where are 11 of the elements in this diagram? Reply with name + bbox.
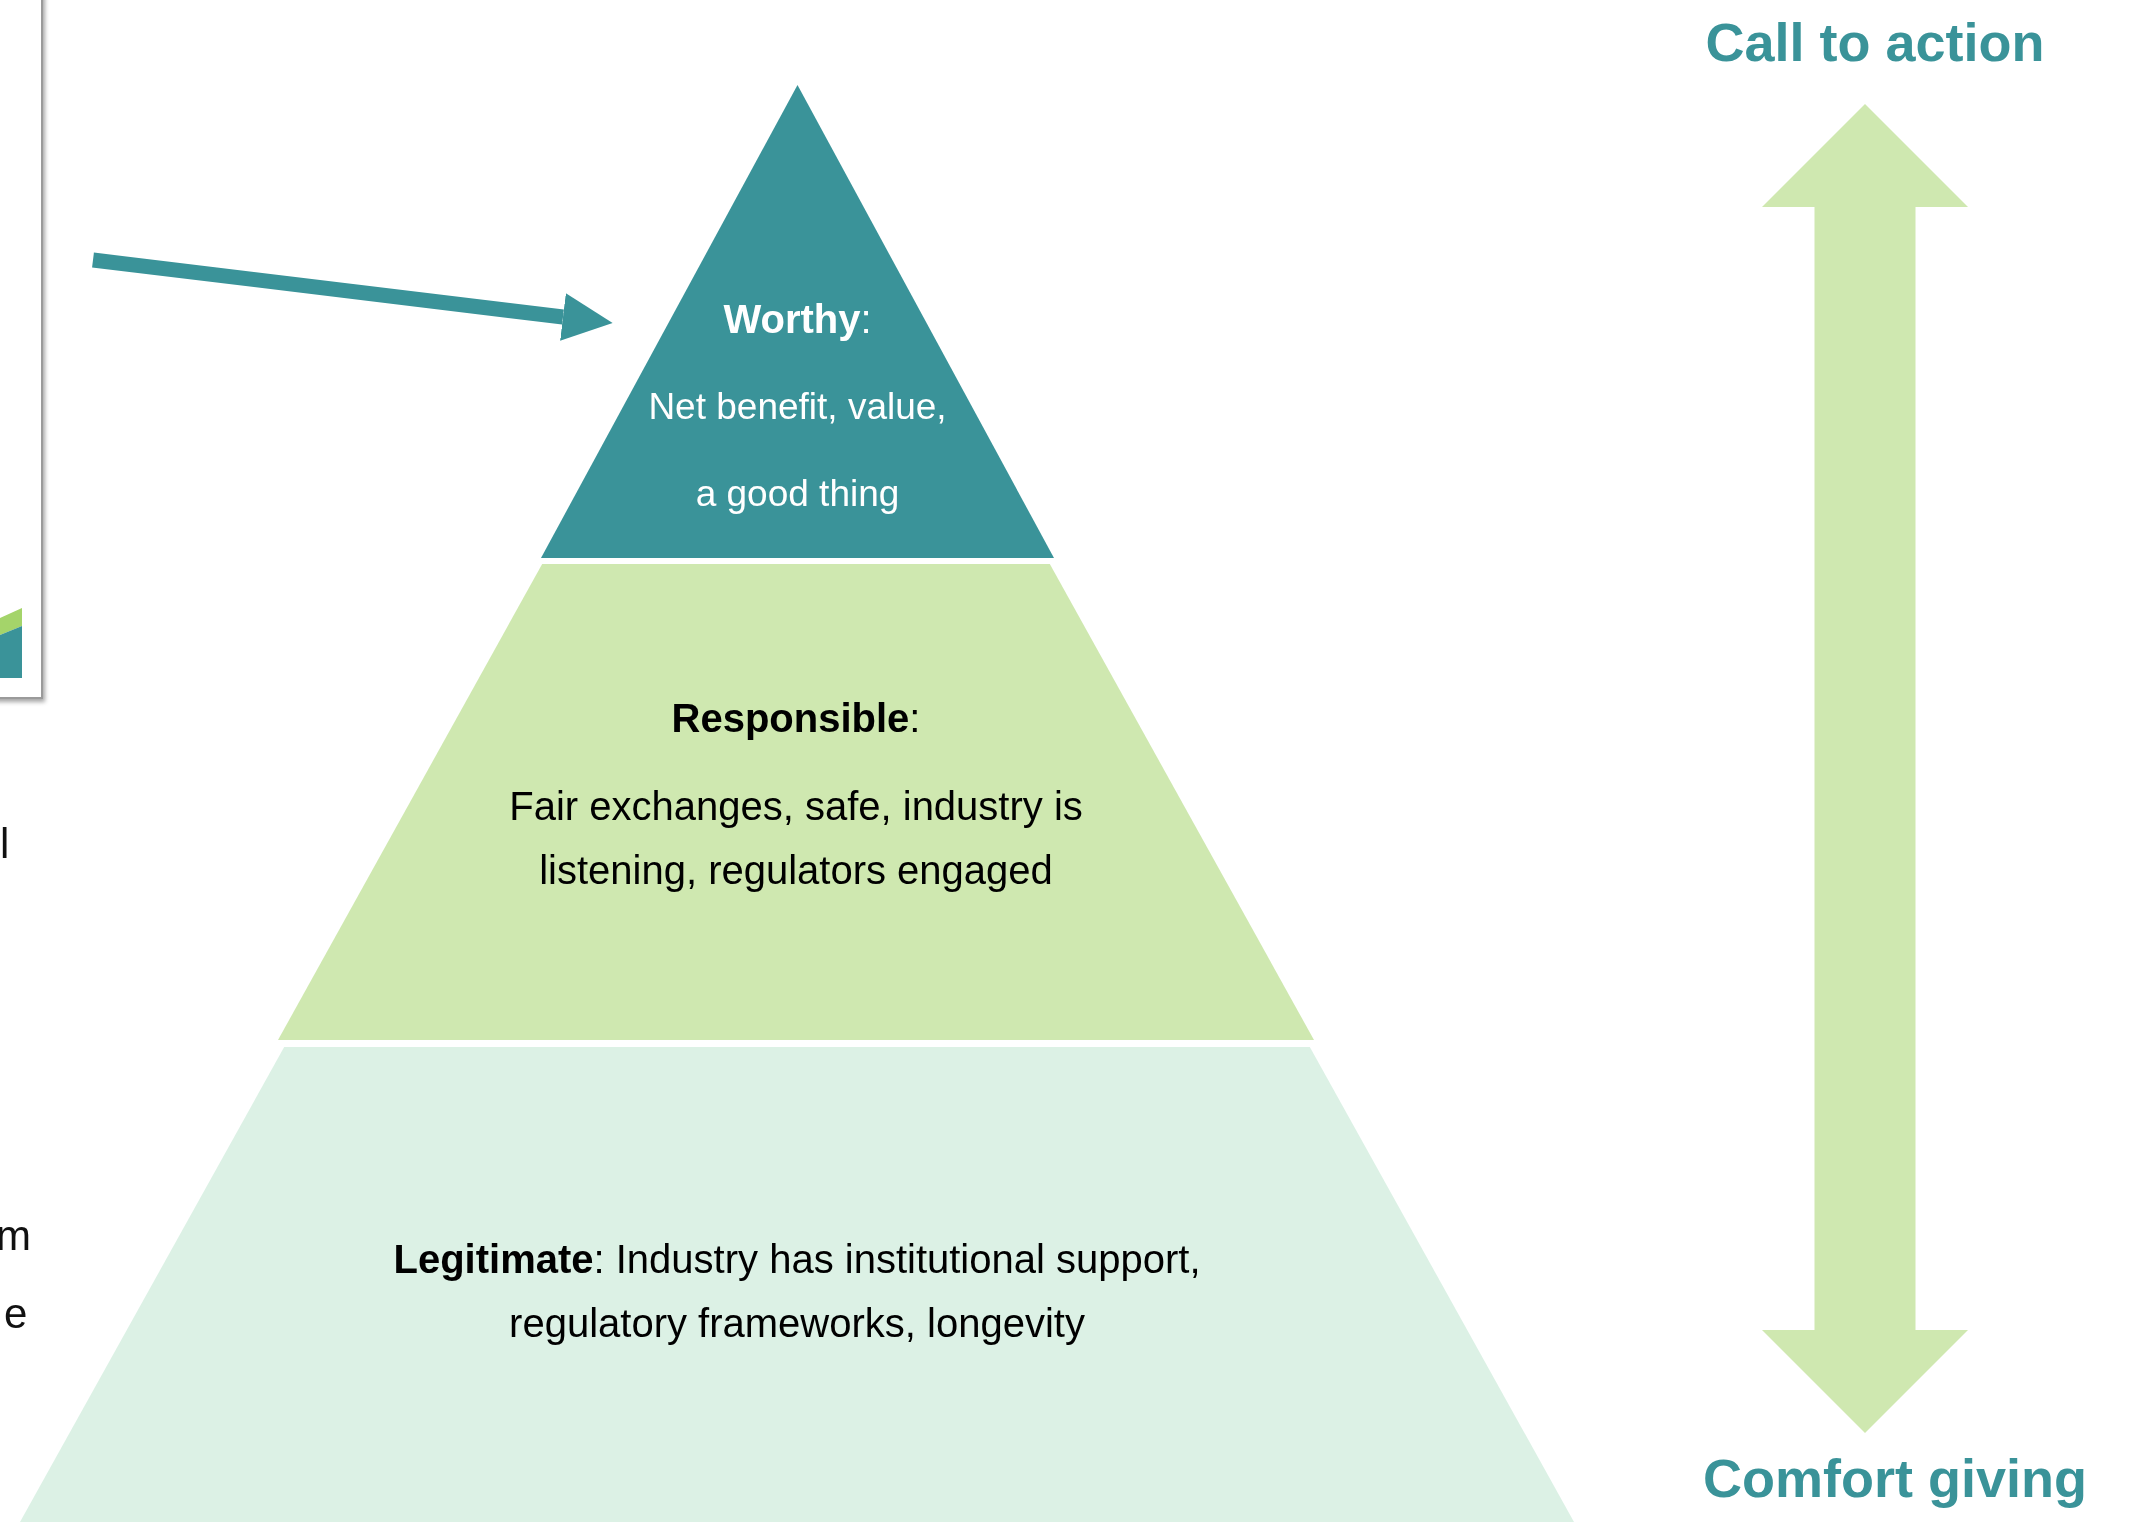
- tier-description: Fair exchanges, safe, industry is listening, regulators engaged: [508, 783, 1084, 894]
- scale-end-label: Comfort giving: [1702, 1447, 2088, 1510]
- arrow: [92, 252, 613, 341]
- double-arrow: [1762, 104, 1968, 1433]
- tier-heading: Worthy:: [722, 296, 873, 343]
- text-fragment: l: [0, 820, 10, 868]
- tier-heading: Legitimate: Industry has institutional support, regulatory frameworks, longevity: [392, 1236, 1202, 1347]
- tier-description: Net benefit, value, a good thing: [647, 385, 948, 516]
- tier-heading: Responsible:: [670, 695, 922, 742]
- scale-end-label: Call to action: [1704, 11, 2046, 74]
- text-fragment: e: [4, 1290, 28, 1338]
